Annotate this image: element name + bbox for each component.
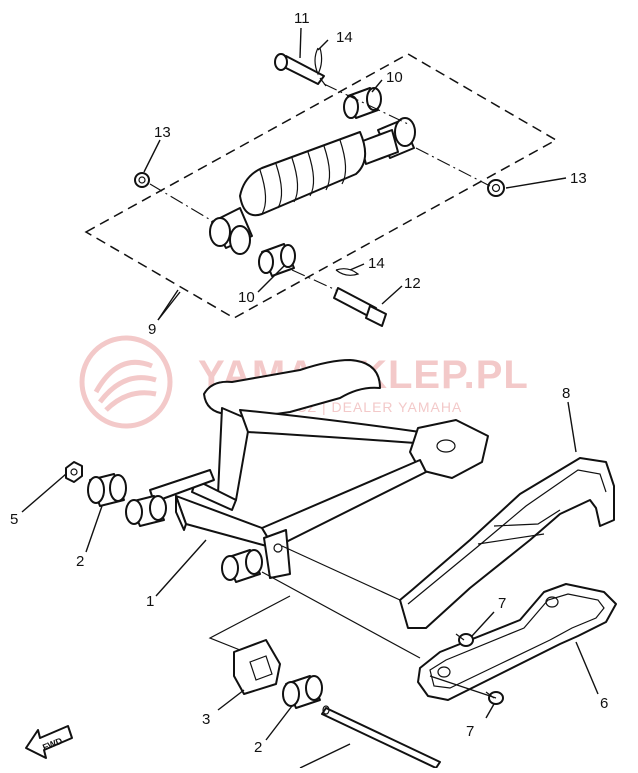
callout-13-left: 13 [154, 124, 171, 141]
assembly-line-bolt [429, 675, 497, 699]
nut [65, 461, 83, 483]
bushing-pivot-upper [87, 473, 127, 507]
watermark-logo [79, 335, 173, 429]
bushing-pivot-lower [282, 675, 323, 709]
bolt-upper [455, 633, 474, 647]
leader-lines [21, 27, 599, 769]
pivot-bushing-right [221, 549, 263, 583]
pin-lower [333, 287, 387, 327]
group-9-leader [157, 291, 181, 321]
callout-14-upper: 14 [336, 29, 353, 46]
thrust-cover [233, 639, 281, 695]
callout-1: 1 [146, 593, 154, 610]
chain-case [399, 457, 615, 629]
callout-10-upper: 10 [386, 69, 403, 86]
callout-2-upper: 2 [76, 553, 84, 570]
assembly-line-lower [208, 595, 291, 651]
callout-12: 12 [404, 275, 421, 292]
callout-3: 3 [202, 711, 210, 728]
rear-arm [149, 359, 489, 579]
bushing-upper [343, 87, 382, 119]
assembly-line-pivot [261, 545, 421, 659]
washer-right [487, 179, 505, 197]
bushing-lower [258, 243, 296, 277]
callout-2-lower: 2 [254, 739, 262, 756]
callout-14-lower: 14 [368, 255, 385, 272]
callout-8: 8 [562, 385, 570, 402]
rear-shock-absorber [209, 117, 416, 255]
callouts: 11 14 10 13 13 14 12 10 9 8 5 2 1 7 6 3 … [10, 10, 608, 756]
callout-7-lower: 7 [466, 723, 474, 740]
axis-shock-upper [323, 83, 491, 187]
chain-guide [417, 583, 617, 701]
callout-6: 6 [600, 695, 608, 712]
callout-5: 5 [10, 511, 18, 528]
callout-9: 9 [148, 321, 156, 338]
shock-group-boundary [84, 53, 558, 319]
forward-direction-arrow: FWD [25, 725, 73, 759]
callout-7-upper: 7 [498, 595, 506, 612]
callout-13-right: 13 [570, 170, 587, 187]
cotter-pin-upper [314, 47, 323, 76]
callout-10-lower: 10 [238, 289, 255, 306]
pivot-bushing-left [125, 495, 167, 527]
pin-upper [274, 53, 327, 87]
cotter-pin-lower [335, 268, 360, 276]
callout-11: 11 [294, 10, 310, 27]
axis-shock-lower [149, 183, 337, 291]
washer-left [134, 172, 150, 188]
pivot-shaft [321, 705, 441, 769]
